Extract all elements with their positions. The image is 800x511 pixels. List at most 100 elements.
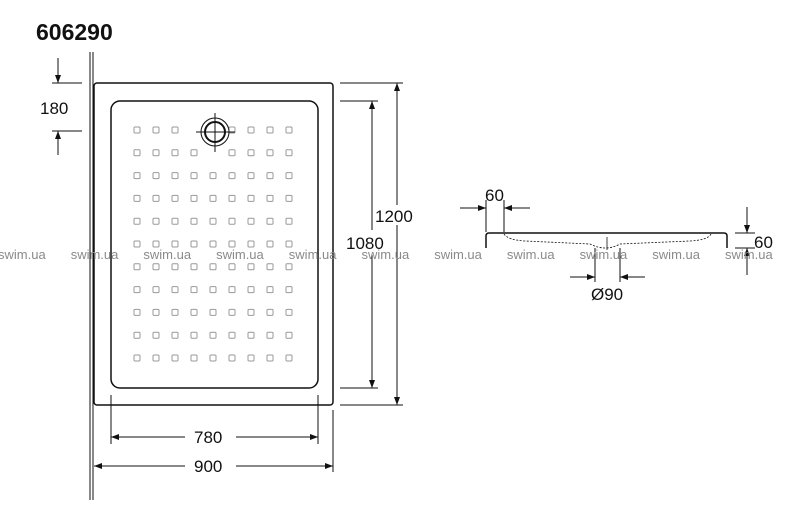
grid-dot xyxy=(209,308,217,316)
grid-dot xyxy=(171,149,179,157)
grid-dot xyxy=(285,172,293,180)
dim-drain-diameter-label: Ø90 xyxy=(591,285,623,304)
grid-dot xyxy=(285,308,293,316)
grid-dot xyxy=(266,354,274,362)
watermark-text: swim.ua xyxy=(216,247,264,262)
dim-900-label: 900 xyxy=(194,457,222,476)
grid-dot xyxy=(285,263,293,271)
grid-dot xyxy=(228,194,236,202)
grid-dot xyxy=(266,263,274,271)
dim-780-label: 780 xyxy=(194,428,222,447)
grid-dot xyxy=(152,286,160,294)
watermark-text: swim.ua xyxy=(580,247,628,262)
dim-1200 xyxy=(340,82,403,406)
grid-dot xyxy=(209,354,217,362)
grid-dot xyxy=(247,217,255,225)
grid-dot xyxy=(171,194,179,202)
dim-180-label: 180 xyxy=(40,99,68,118)
dim-780 xyxy=(110,395,319,444)
grid-dot xyxy=(247,194,255,202)
grid-dot xyxy=(285,354,293,362)
grid-dot xyxy=(133,286,141,294)
grid-dot xyxy=(209,172,217,180)
grid-dot xyxy=(266,126,274,134)
grid-dot xyxy=(190,308,198,316)
grid-dot xyxy=(171,126,179,134)
grid-dot xyxy=(152,217,160,225)
grid-dot xyxy=(171,308,179,316)
grid-dot xyxy=(152,240,160,248)
grid-dot xyxy=(209,217,217,225)
grid-dot xyxy=(228,172,236,180)
dim-180 xyxy=(52,58,82,155)
grid-dot xyxy=(228,308,236,316)
grid-dot xyxy=(228,263,236,271)
watermark-text: swim.ua xyxy=(725,247,773,262)
grid-dot xyxy=(190,354,198,362)
watermark-text: swim.ua xyxy=(0,247,46,262)
grid-dot xyxy=(133,149,141,157)
dim-1080-label: 1080 xyxy=(346,234,384,253)
grid-dot xyxy=(228,286,236,294)
grid-dot xyxy=(152,126,160,134)
grid-dot xyxy=(190,149,198,157)
grid-dot xyxy=(133,126,141,134)
grid-dot xyxy=(133,240,141,248)
grid-dot xyxy=(285,217,293,225)
grid-dot xyxy=(190,240,198,248)
grid-dot xyxy=(152,331,160,339)
grid-dot xyxy=(209,240,217,248)
grid-dot xyxy=(152,308,160,316)
grid-dot xyxy=(285,331,293,339)
grid-dot xyxy=(285,126,293,134)
watermark-text: swim.ua xyxy=(71,247,119,262)
grid-dot xyxy=(266,240,274,248)
dim-1200-label: 1200 xyxy=(375,207,413,226)
dim-side-60-rim-label: 60 xyxy=(485,186,504,205)
grid-dot xyxy=(247,286,255,294)
grid-dot xyxy=(209,286,217,294)
grid-dot xyxy=(171,286,179,294)
dim-900 xyxy=(94,410,334,472)
grid-dot xyxy=(133,217,141,225)
grid-dot xyxy=(171,240,179,248)
grid-dot xyxy=(190,194,198,202)
grid-dot xyxy=(247,240,255,248)
watermark-text: swim.ua xyxy=(289,247,337,262)
watermark-text: swim.ua xyxy=(507,247,555,262)
grid-dot xyxy=(190,263,198,271)
grid-dot xyxy=(152,263,160,271)
drain-icon xyxy=(196,113,235,152)
grid-dot xyxy=(228,217,236,225)
dim-1080 xyxy=(340,100,378,389)
watermark-text: swim.ua xyxy=(652,247,700,262)
grid-dot xyxy=(190,286,198,294)
grid-dot xyxy=(266,149,274,157)
grid-dot xyxy=(266,217,274,225)
watermark-row: swim.ua swim.ua swim.ua swim.ua swim.ua swim.… xyxy=(0,247,773,262)
watermark-text: swim.ua xyxy=(434,247,482,262)
grid-dot xyxy=(247,263,255,271)
grid-dot xyxy=(152,172,160,180)
grid-dot xyxy=(266,172,274,180)
grid-dot xyxy=(266,194,274,202)
grid-dot xyxy=(133,308,141,316)
grid-dot xyxy=(285,286,293,294)
grid-dot xyxy=(190,331,198,339)
grid-dot xyxy=(133,194,141,202)
grid-dot xyxy=(285,194,293,202)
dim-drain-diameter xyxy=(570,248,645,282)
grid-dot xyxy=(171,354,179,362)
grid-dot xyxy=(152,194,160,202)
grid-dot xyxy=(228,149,236,157)
tray-side-view xyxy=(485,232,728,250)
grid-dot xyxy=(209,194,217,202)
grid-dot xyxy=(209,263,217,271)
grid-dot xyxy=(228,331,236,339)
grid-dot xyxy=(266,308,274,316)
anti-slip-grid xyxy=(133,126,293,362)
watermark-text: swim.ua xyxy=(143,247,191,262)
dim-side-60-height-label: 60 xyxy=(754,233,773,252)
grid-dot xyxy=(247,149,255,157)
